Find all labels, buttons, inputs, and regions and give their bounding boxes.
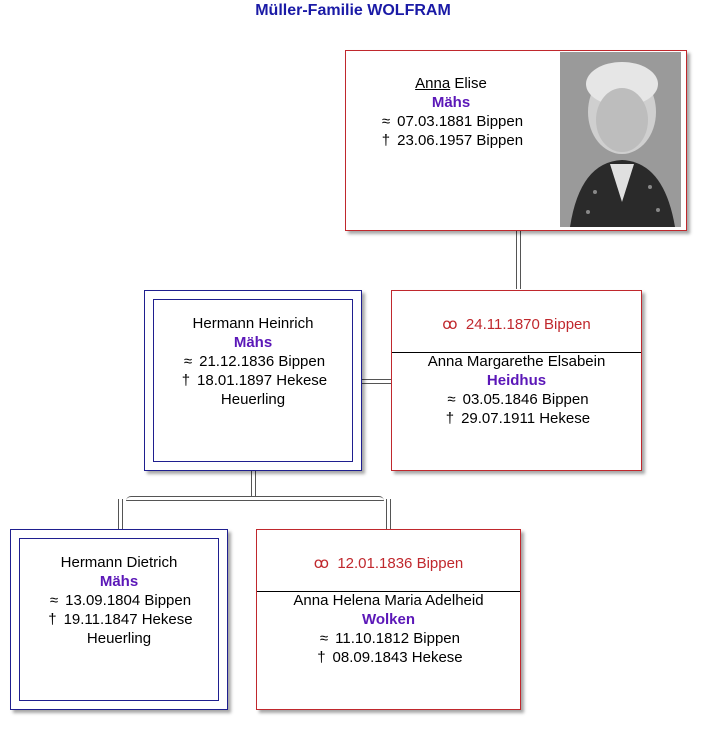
- person-surname: Mähs: [431, 94, 471, 111]
- marriage-line: ꝏ 24.11.1870 Bippen: [392, 315, 641, 333]
- death-date-place: 19.11.1847 Hekese: [63, 611, 193, 628]
- death-date-place: 08.09.1843 Hekese: [332, 649, 463, 666]
- baptism-icon: ≈: [183, 353, 193, 370]
- person-given-names: Anna Helena Maria Adelheid: [293, 592, 484, 609]
- person-card-hermann-dietrich[interactable]: Hermann Dietrich Mähs ≈ 13.09.1804 Bippe…: [10, 529, 228, 710]
- cross-icon: †: [381, 132, 391, 149]
- death-line: † 19.11.1847 Hekese: [11, 610, 227, 629]
- person-card-hermann-heinrich[interactable]: Hermann Heinrich Mähs ≈ 21.12.1836 Bippe…: [144, 290, 362, 471]
- person-occupation: Heuerling: [86, 630, 152, 647]
- birth-line: ≈ 07.03.1881 Bippen: [346, 112, 556, 131]
- person-given-name-secondary: Elise: [454, 75, 487, 92]
- birth-date-place: 21.12.1836 Bippen: [199, 353, 326, 370]
- card-divider: [257, 591, 520, 592]
- card-inner-border: [19, 538, 219, 701]
- connector-branch-horizontal: [126, 496, 384, 501]
- death-line: † 23.06.1957 Bippen: [346, 131, 556, 150]
- baptism-icon: ≈: [49, 592, 59, 609]
- person-occupation: Heuerling: [220, 391, 286, 408]
- connector-father-down: [251, 471, 256, 496]
- baptism-icon: ≈: [447, 391, 456, 408]
- person-given-names: Anna Elise: [346, 74, 556, 93]
- person-surname: Heidhus: [486, 372, 547, 389]
- birth-line: ≈ 11.10.1812 Bippen: [257, 629, 520, 648]
- death-line: † 08.09.1843 Hekese: [257, 648, 520, 667]
- birth-date-place: 13.09.1804 Bippen: [65, 592, 192, 609]
- birth-date-place: 07.03.1881 Bippen: [397, 113, 524, 130]
- connector-right-down: [386, 499, 391, 529]
- marriage-rings-icon: ꝏ: [442, 316, 458, 333]
- cross-icon: †: [48, 611, 57, 628]
- connector-couple-horizontal: [362, 379, 392, 384]
- death-line: † 18.01.1897 Hekese: [145, 371, 361, 390]
- portrait-photo: [560, 52, 681, 227]
- person-given-names: Anna Margarethe Elsabein: [427, 353, 606, 370]
- birth-date-place: 11.10.1812 Bippen: [335, 630, 460, 647]
- person-card-anna-elise[interactable]: Anna Elise Mähs ≈ 07.03.1881 Bippen † 23…: [345, 50, 687, 231]
- baptism-icon: ≈: [381, 113, 391, 130]
- death-date-place: 29.07.1911 Hekese: [461, 410, 591, 427]
- death-date-place: 23.06.1957 Bippen: [397, 132, 524, 149]
- card-divider: [392, 352, 641, 353]
- marriage-date-place: 24.11.1870 Bippen: [465, 316, 591, 333]
- connector-top-vertical: [516, 231, 521, 289]
- birth-line: ≈ 13.09.1804 Bippen: [11, 591, 227, 610]
- death-date-place: 18.01.1897 Hekese: [197, 372, 328, 389]
- marriage-line: ꝏ 12.01.1836 Bippen: [257, 554, 520, 572]
- birth-date-place: 03.05.1846 Bippen: [462, 391, 589, 408]
- person-given-names: Hermann Dietrich: [60, 554, 178, 571]
- connector-left-down: [118, 499, 123, 529]
- person-surname: Mähs: [99, 573, 139, 590]
- person-given-names: Hermann Heinrich: [192, 315, 314, 332]
- person-card-anna-helena-maria-adelheid[interactable]: ꝏ 12.01.1836 Bippen Anna Helena Maria Ad…: [256, 529, 521, 710]
- baptism-icon: ≈: [319, 630, 329, 647]
- cross-icon: †: [181, 372, 191, 389]
- person-surname: Mähs: [233, 334, 273, 351]
- birth-line: ≈ 03.05.1846 Bippen: [392, 390, 641, 409]
- cross-icon: †: [317, 649, 326, 666]
- card-inner-border: [153, 299, 353, 462]
- person-given-name-primary: Anna: [415, 75, 451, 92]
- death-line: † 29.07.1911 Hekese: [392, 409, 641, 428]
- cross-icon: †: [445, 410, 455, 427]
- person-surname: Wolken: [361, 611, 416, 628]
- page-title: Müller-Familie WOLFRAM: [255, 2, 451, 19]
- marriage-date-place: 12.01.1836 Bippen: [337, 555, 464, 572]
- birth-line: ≈ 21.12.1836 Bippen: [145, 352, 361, 371]
- marriage-rings-icon: ꝏ: [313, 555, 329, 572]
- person-card-anna-margarethe-elsabein[interactable]: ꝏ 24.11.1870 Bippen Anna Margarethe Elsa…: [391, 290, 642, 471]
